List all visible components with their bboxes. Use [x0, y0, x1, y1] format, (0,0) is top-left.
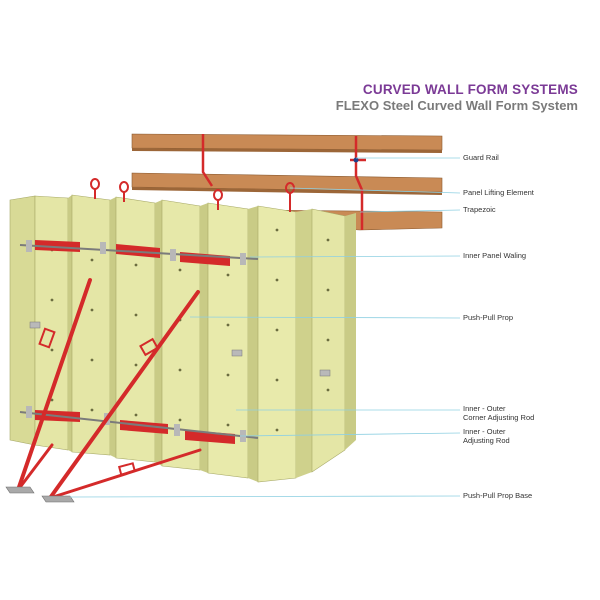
label-panel-lifting-element: Panel Lifting Element: [463, 188, 534, 197]
label-line-1: Inner - Outer: [463, 427, 506, 436]
page-title: CURVED WALL FORM SYSTEMS: [362, 82, 578, 97]
page-subtitle: FLEXO Steel Curved Wall Form System: [335, 98, 578, 113]
lower-walers: [19, 406, 259, 444]
clamps: [29, 321, 331, 377]
label-inner-outer-adjusting-rod: Inner - Outer Adjusting Rod: [463, 427, 510, 445]
label-line-2: Corner Adjusting Rod: [463, 412, 535, 422]
label-push-pull-prop-base: Push-Pull Prop Base: [463, 491, 533, 500]
label-line-1: Inner - Outer: [463, 404, 506, 413]
label-inner-panel-waling: Inner Panel Waling: [463, 251, 527, 260]
prop-bases: [5, 486, 75, 503]
push-pull-props: [16, 278, 202, 500]
label-line-2: Adjusting Rod: [463, 435, 510, 445]
label-push-pull-prop: Push-Pull Prop: [463, 313, 514, 322]
label-trapezoic: Trapezoic: [463, 205, 496, 214]
panel-wall: [9, 194, 356, 483]
upper-walers: [19, 240, 259, 266]
panel-holes: [50, 228, 330, 432]
label-guard-rail: Guard Rail: [463, 153, 499, 162]
leader-lines: [69, 157, 461, 498]
label-inner-outer-corner-adjusting-rod: Inner - Outer Corner Adjusting Rod: [463, 404, 535, 422]
